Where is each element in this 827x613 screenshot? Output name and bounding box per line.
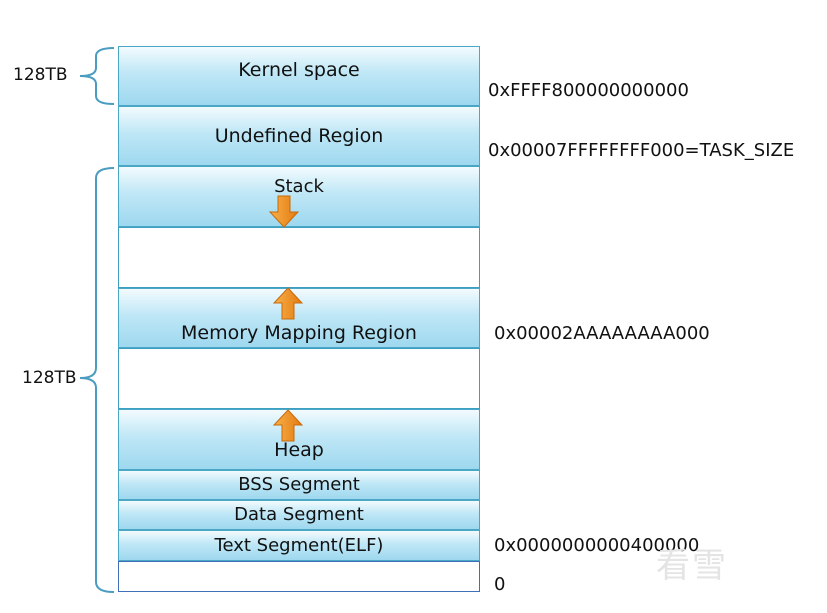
- text-start-address: 0x0000000000400000: [494, 535, 700, 556]
- bss-segment: BSS Segment: [118, 470, 480, 500]
- bottom-empty-segment: [118, 561, 480, 592]
- task-size-address: 0x00007FFFFFFFF000=TASK_SIZE: [488, 140, 795, 161]
- memory-mapping-segment: Memory Mapping Region: [118, 288, 480, 348]
- data-segment: Data Segment: [118, 500, 480, 530]
- mmap-base-address: 0x00002AAAAAAAA000: [494, 323, 710, 344]
- heap-grows-up-arrow: [272, 409, 304, 442]
- heap-label: Heap: [274, 439, 324, 461]
- user-size-bracket: [79, 167, 115, 593]
- kernel-space-segment: Kernel space: [118, 46, 480, 106]
- stack-segment: Stack: [118, 166, 480, 227]
- kernel-size-label: 128TB: [13, 65, 68, 85]
- mmap-grows-up-arrow: [272, 287, 304, 320]
- stack-grows-down-arrow: [268, 195, 300, 228]
- kernel-size-bracket: [79, 47, 115, 105]
- heap-segment: Heap: [118, 409, 480, 470]
- text-segment-label: Text Segment(ELF): [214, 535, 384, 556]
- user-size-label: 128TB: [22, 368, 77, 388]
- undefined-region-label: Undefined Region: [214, 125, 384, 147]
- stack-label: Stack: [274, 176, 324, 197]
- memory-mapping-label: Memory Mapping Region: [181, 322, 417, 344]
- zero-address: 0: [494, 574, 506, 595]
- bss-label: BSS Segment: [238, 474, 360, 495]
- gap-below-stack: [118, 227, 480, 288]
- kernel-space-label: Kernel space: [238, 59, 360, 81]
- data-segment-label: Data Segment: [234, 504, 364, 525]
- undefined-region-segment: Undefined Region: [118, 106, 480, 166]
- watermark: 看雪: [656, 546, 728, 586]
- kernel-start-address: 0xFFFF800000000000: [488, 80, 689, 101]
- gap-below-mmap: [118, 348, 480, 409]
- text-segment: Text Segment(ELF): [118, 530, 480, 561]
